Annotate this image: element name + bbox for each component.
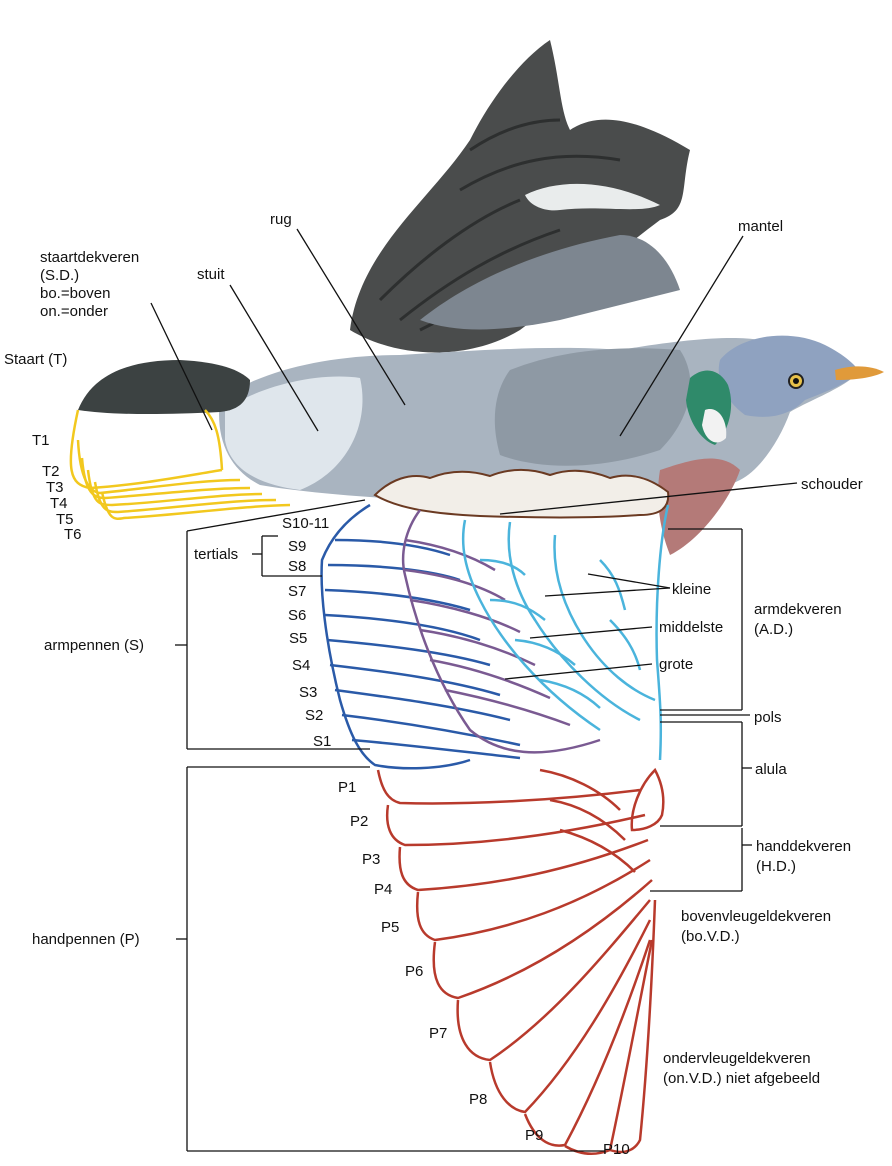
primary-feather-label: P9 — [525, 1127, 543, 1144]
primary-feather-label: P10 — [603, 1141, 630, 1158]
label-ondervleugeldekveren: ondervleugeldekveren — [663, 1050, 811, 1067]
label-handdekveren: handdekveren — [756, 838, 851, 855]
label-staartdekveren-abbr: (S.D.) — [40, 267, 79, 284]
primaries-outline — [378, 770, 663, 1154]
tail-feather-label: T2 — [42, 463, 60, 480]
label-staart: Staart (T) — [4, 351, 67, 368]
greater-coverts-outline — [403, 510, 600, 752]
lesser-coverts-outline — [463, 505, 668, 760]
label-on-onder: on.=onder — [40, 303, 108, 320]
tail-feather-label: T3 — [46, 479, 64, 496]
tail-dark — [78, 360, 250, 414]
secondary-feather-label: S4 — [292, 657, 310, 674]
label-bovenvleugeldekveren-abbr: (bo.V.D.) — [681, 928, 740, 945]
label-ondervleugeldekveren-abbr: (on.V.D.) niet afgebeeld — [663, 1070, 820, 1087]
secondary-feather-label: S10-11 — [282, 515, 329, 532]
primary-feather-label: P7 — [429, 1025, 447, 1042]
secondary-feather-label: S7 — [288, 583, 306, 600]
beak — [835, 366, 884, 380]
label-handdekveren-abbr: (H.D.) — [756, 858, 796, 875]
label-tertials: tertials — [194, 546, 238, 563]
label-mantel: mantel — [738, 218, 783, 235]
label-armdekveren-abbr: (A.D.) — [754, 621, 793, 638]
tail-feather-label: T6 — [64, 526, 82, 543]
secondary-feather-label: S8 — [288, 558, 306, 575]
secondary-feather-label: S6 — [288, 607, 306, 624]
tail-feather-label: T4 — [50, 495, 68, 512]
label-stuit: stuit — [197, 266, 225, 283]
mantle-dark — [495, 348, 691, 465]
primary-feather-label: P3 — [362, 851, 380, 868]
wing-outlines — [322, 505, 668, 1154]
secondary-feather-label: S5 — [289, 630, 307, 647]
secondaries-outline — [322, 505, 520, 768]
label-armpennen: armpennen (S) — [44, 637, 144, 654]
label-alula: alula — [755, 761, 787, 778]
primary-feather-label: P1 — [338, 779, 356, 796]
tail-feather-label: T1 — [32, 432, 50, 449]
label-armdekveren: armdekveren — [754, 601, 842, 618]
label-bo-boven: bo.=boven — [40, 285, 110, 302]
label-handpennen: handpennen (P) — [32, 931, 140, 948]
secondary-feather-label: S1 — [313, 733, 331, 750]
primary-feather-label: P5 — [381, 919, 399, 936]
label-kleine: kleine — [672, 581, 711, 598]
primary-feather-label: P2 — [350, 813, 368, 830]
label-schouder: schouder — [801, 476, 863, 493]
label-middelste: middelste — [659, 619, 723, 636]
label-rug: rug — [270, 211, 292, 228]
secondary-feather-label: S2 — [305, 707, 323, 724]
primary-feather-label: P6 — [405, 963, 423, 980]
primary-feather-label: P8 — [469, 1091, 487, 1108]
secondary-feather-label: S9 — [288, 538, 306, 555]
secondary-feather-label: S3 — [299, 684, 317, 701]
label-pols: pols — [754, 709, 782, 726]
primary-feather-label: P4 — [374, 881, 392, 898]
pupil — [793, 378, 799, 384]
chest — [658, 458, 740, 555]
bird-illustration — [78, 40, 884, 555]
label-staartdekveren: staartdekveren — [40, 249, 139, 266]
label-bovenvleugeldekveren: bovenvleugeldekveren — [681, 908, 831, 925]
label-grote: grote — [659, 656, 693, 673]
